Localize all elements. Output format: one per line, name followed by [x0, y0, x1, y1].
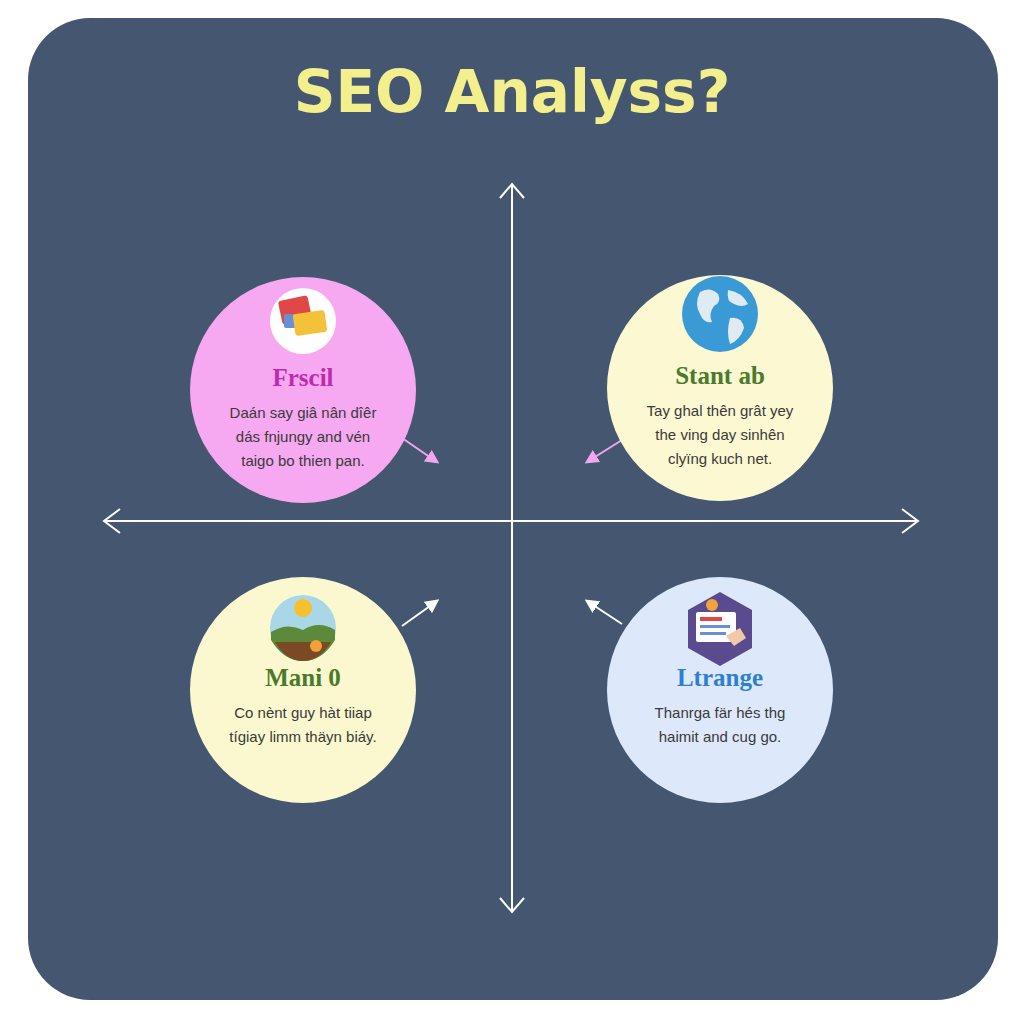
quadrant-circle: LtrangeThanrga fär hés thg haimit and cu…	[607, 577, 833, 803]
circle-body: Thanrga fär hés thg haimit and cug go.	[636, 701, 804, 749]
circle-body: Tay ghal thên grât yey the ving day sinh…	[636, 399, 804, 471]
circle-body: Co nènt guy hàt tiiap tígiay limm thäyn …	[219, 701, 387, 749]
quadrant-circle: Stant ab Tay ghal thên grât yey the ving …	[607, 275, 833, 501]
axes	[104, 184, 918, 912]
panel	[28, 18, 998, 1000]
quadrant-circle: FrscilDaán say giâ nân dîêr dás fnjungy …	[190, 277, 416, 503]
circle-heading: Stant ab	[675, 361, 765, 391]
circle-heading: Mani 0	[265, 663, 341, 693]
circle-heading: Ltrange	[677, 663, 763, 693]
circle-heading: Frscil	[272, 363, 333, 393]
pointer-arrows	[402, 438, 622, 626]
diagram-title: SEO Analyss?	[0, 58, 1024, 126]
circle-body: Daán say giâ nân dîêr dás fnjungy and vé…	[219, 401, 387, 473]
quadrant-circle: Mani 0 Co nènt guy hàt tiiap tígiay limm …	[190, 577, 416, 803]
